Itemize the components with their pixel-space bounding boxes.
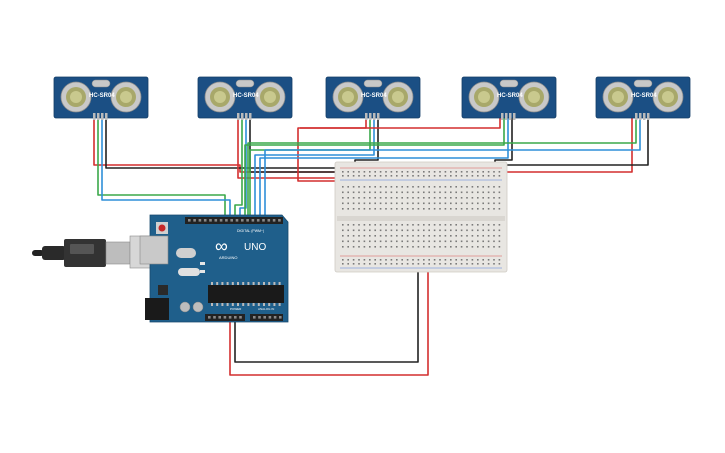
digital-label: DIGITAL (PWM~) <box>237 229 264 233</box>
wire-s5-trig[interactable] <box>247 118 637 215</box>
sensor-model-label: HC-SR04 <box>233 93 259 99</box>
sensor-model-label: HC-SR04 <box>89 93 115 99</box>
breadboard-holes <box>342 171 501 265</box>
sensor-group: HC-SR04 HC-SR04 HC-SR04 HC-SR04 HC-SR04 <box>53 76 691 120</box>
wire-s3-echo[interactable] <box>254 118 375 215</box>
wire-s1-trig[interactable] <box>97 118 226 215</box>
ultrasonic-sensor-3[interactable]: HC-SR04 <box>325 76 421 120</box>
wire-s2-vcc[interactable] <box>237 118 340 179</box>
power-label: POWER <box>230 307 242 311</box>
usb-cable[interactable] <box>32 235 155 269</box>
wire-s5-gnd[interactable] <box>489 118 649 178</box>
usb-jack[interactable] <box>139 235 169 265</box>
wire-s2-echo[interactable] <box>239 118 247 215</box>
breadboard[interactable] <box>334 161 508 273</box>
ultrasonic-sensor-4[interactable]: HC-SR04 <box>461 76 557 120</box>
power-jack[interactable] <box>145 298 169 320</box>
wire-s2-trig[interactable] <box>234 118 243 215</box>
ultrasonic-sensor-2[interactable]: HC-SR04 <box>197 76 293 120</box>
reset-button[interactable] <box>158 224 166 232</box>
sensor-model-label: HC-SR04 <box>631 93 657 99</box>
digital-header[interactable] <box>185 217 283 224</box>
wire-s4-vcc[interactable] <box>300 118 501 129</box>
analog-header[interactable] <box>250 314 283 321</box>
wire-s4-trig[interactable] <box>244 118 505 215</box>
wire-s3-vcc[interactable] <box>297 118 367 182</box>
sensor-model-label: HC-SR04 <box>497 93 523 99</box>
wire-s1-echo[interactable] <box>101 118 231 215</box>
board-model: UNO <box>244 242 266 253</box>
wire-s5-vcc[interactable] <box>499 118 633 180</box>
ultrasonic-sensor-5[interactable]: HC-SR04 <box>595 76 691 120</box>
ultrasonic-sensor-1[interactable]: HC-SR04 <box>53 76 149 120</box>
wire-5v-breadboard[interactable] <box>229 175 429 376</box>
board-brand: ARDUINO <box>219 255 237 260</box>
wire-s4-echo[interactable] <box>259 118 509 215</box>
atmega-chip <box>208 285 284 303</box>
sensor-model-label: HC-SR04 <box>361 93 387 99</box>
arduino-logo: ∞ <box>215 236 228 256</box>
analog-label: ANALOG IN <box>258 307 274 311</box>
wire-s5-echo[interactable] <box>264 118 641 215</box>
wire-s1-gnd[interactable] <box>105 118 346 176</box>
arduino-uno-board[interactable]: ∞ UNO ARDUINO DIGITAL (PWM~) POWER ANALO… <box>139 214 289 323</box>
